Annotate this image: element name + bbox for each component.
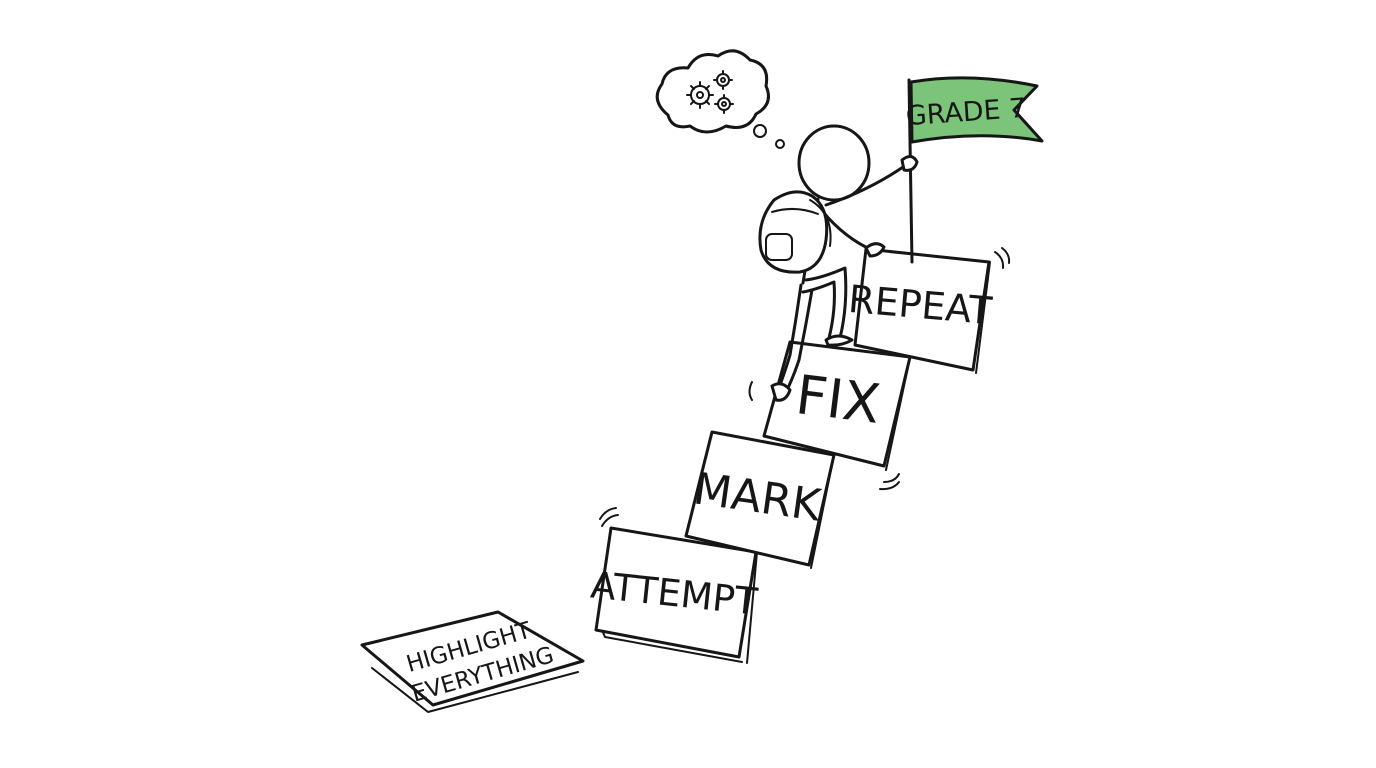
backpack-icon <box>758 190 832 274</box>
grade-flag: GRADE 7 <box>905 76 1044 264</box>
thought-bubble <box>655 49 785 149</box>
discarded-sheet: HIGHLIGHT EVERYTHING <box>360 610 585 713</box>
gears-icon <box>686 70 734 114</box>
flag-cloth <box>909 76 1044 144</box>
step-repeat: REPEAT <box>847 247 1011 374</box>
stick-figure-icon <box>758 124 919 402</box>
step-attempt: ATTEMPT <box>589 507 760 664</box>
step-fix: FIX <box>748 340 912 491</box>
step-label-fix: FIX <box>793 363 884 436</box>
step-mark: MARK <box>684 430 836 569</box>
